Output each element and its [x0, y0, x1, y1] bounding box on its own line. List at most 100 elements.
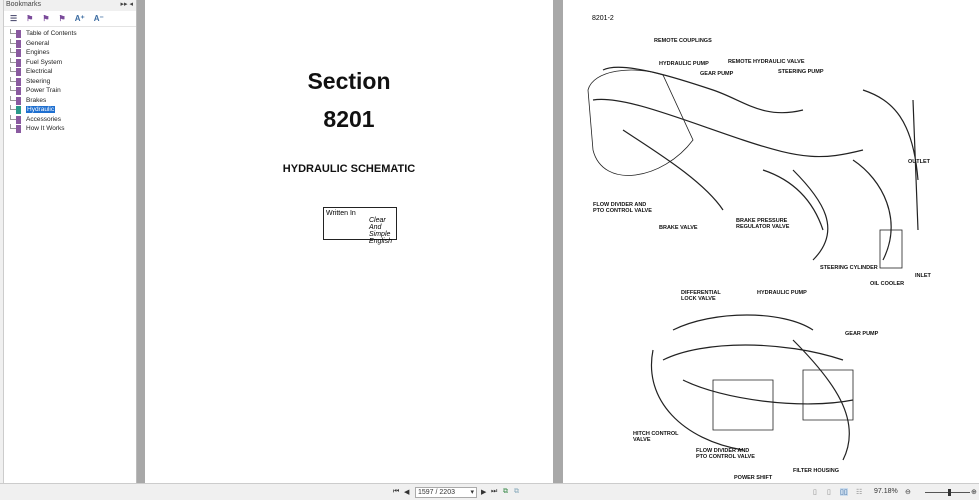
bookmark-item[interactable]: Power Train: [10, 86, 136, 96]
diagram-label: HYDRAULIC PUMP: [659, 61, 709, 67]
diagram-label: REGULATOR VALVE: [736, 224, 790, 230]
bookmark-item[interactable]: Accessories: [10, 114, 136, 125]
zoom-slider-thumb[interactable]: [948, 489, 951, 496]
diagram-label: HYDRAULIC PUMP: [757, 290, 807, 296]
bookmark-icon: [16, 30, 21, 38]
tree-line: [10, 48, 16, 53]
page-number-input[interactable]: 1597 / 2203▾: [415, 487, 477, 498]
panel-splitter[interactable]: [137, 0, 145, 483]
last-page-icon[interactable]: ⏭: [491, 488, 498, 495]
single-page-icon[interactable]: ▯: [813, 489, 817, 496]
bookmark-label: Power Train: [26, 87, 61, 95]
bookmark-icon: [16, 125, 21, 133]
tree-line: [10, 57, 16, 63]
tree-line: [10, 86, 16, 91]
bookmark-icon: [16, 115, 21, 124]
tree-line: [10, 114, 16, 120]
zoom-slider[interactable]: [925, 492, 970, 493]
bookmark-label: Accessories: [26, 115, 62, 123]
bookmark-label: Steering: [26, 77, 51, 85]
diagram-label: LOCK VALVE: [681, 296, 716, 302]
bookmark-label: Hydraulic: [26, 106, 56, 114]
diagram-label: HITCH CONTROL: [633, 431, 679, 437]
stamp-word: Clear: [369, 217, 386, 224]
continuous-icon[interactable]: ▯: [827, 489, 831, 496]
page-dropdown-icon[interactable]: ▾: [470, 489, 474, 496]
bookmark-item[interactable]: Engines: [10, 48, 136, 58]
bookmark-icon: [16, 96, 21, 105]
first-page-icon[interactable]: ⏮: [393, 488, 400, 495]
bookmark-label: How It Works: [26, 125, 65, 133]
clear-english-stamp: Written In Clear And Simple English: [323, 207, 397, 245]
diagram-label: BRAKE VALVE: [659, 225, 698, 231]
stamp-word: Simple: [369, 231, 391, 238]
zoom-out-icon[interactable]: ⊖: [905, 489, 911, 496]
bookmark-label: General: [26, 39, 50, 47]
tree-line: [10, 67, 16, 72]
bottom-toolbar: ⏮ ◀ 1597 / 2203▾ ▶ ⏭ ⧉ ⧉ ▯ ▯ ▯▯ ☷ 97.18%…: [0, 483, 979, 500]
diagram-label: BRAKE PRESSURE: [736, 218, 788, 224]
bookmark-label: Fuel System: [26, 58, 63, 66]
bookmark-item[interactable]: Table of Contents: [10, 29, 136, 39]
bookmark-icon: [16, 39, 21, 48]
bookmark-item[interactable]: Brakes: [10, 95, 136, 106]
tree-line: [10, 38, 16, 44]
diagram-label: OUTLET: [908, 159, 930, 165]
bookmarks-toolbar: ☰ ⚑ ⚑ ⚑ A⁺ A⁻: [4, 11, 136, 27]
diagram-label: GEAR PUMP: [845, 331, 879, 337]
expand-bookmark-icon[interactable]: ⚑: [42, 14, 50, 23]
facing-pages-icon[interactable]: ▯▯: [840, 488, 848, 496]
bookmark-icon: [16, 77, 21, 86]
section-number: 8201: [323, 106, 375, 132]
tree-line: [10, 95, 16, 101]
add-bookmark-icon[interactable]: ⚑: [26, 14, 34, 23]
bookmark-icon: [16, 106, 21, 114]
bookmark-icon: [16, 58, 21, 67]
diagram-label: DIFFERENTIAL: [681, 290, 721, 296]
next-view-icon[interactable]: ⧉: [514, 488, 519, 495]
bookmark-icon: [16, 68, 21, 76]
panel-controls-icon[interactable]: ▸▸ ◂: [120, 1, 134, 8]
next-page-icon[interactable]: ▶: [481, 489, 487, 496]
bookmark-icon: [16, 49, 21, 57]
bookmarks-title: Bookmarks: [6, 1, 42, 8]
font-decrease-icon[interactable]: A⁻: [93, 14, 104, 23]
stamp-word: And: [369, 224, 382, 231]
tree-line: [10, 76, 16, 82]
pdf-page-left: Section 8201 HYDRAULIC SCHEMATIC Written…: [145, 0, 553, 483]
previous-view-icon[interactable]: ⧉: [503, 488, 508, 495]
bookmark-item[interactable]: General: [10, 38, 136, 49]
diagram-label: FILTER HOUSING: [793, 468, 840, 474]
collapse-bookmark-icon[interactable]: ⚑: [58, 14, 66, 23]
bookmark-item[interactable]: How It Works: [10, 124, 136, 134]
stamp-word: English: [369, 238, 392, 245]
stamp-prefix: Written In: [326, 210, 356, 217]
diagram-label: OIL COOLER: [870, 281, 905, 287]
section-title: Section: [307, 68, 391, 94]
zoom-level: 97.18%: [874, 488, 898, 495]
bookmark-label: Electrical: [26, 68, 53, 76]
diagram-label: FLOW DIVIDER AND: [593, 202, 647, 208]
continuous-facing-icon[interactable]: ☷: [856, 489, 863, 496]
bookmarks-panel: Bookmarks ▸▸ ◂ ☰ ⚑ ⚑ ⚑ A⁺ A⁻ Table of Co…: [4, 0, 137, 483]
bookmark-item[interactable]: Steering: [10, 76, 136, 87]
diagram-label: STEERING CYLINDER: [820, 265, 878, 271]
page-label: 8201-2: [592, 15, 614, 22]
diagram-label: FLOW DIVIDER AND: [696, 448, 750, 454]
zoom-in-icon[interactable]: ⊕: [971, 489, 977, 496]
diagram-label: GEAR PUMP: [700, 71, 734, 77]
diagram-label: POWER SHIFT: [734, 475, 773, 481]
bookmark-item[interactable]: Electrical: [10, 67, 136, 77]
bookmark-item[interactable]: Hydraulic: [10, 105, 136, 115]
font-increase-icon[interactable]: A⁺: [74, 14, 85, 23]
diagram-label: INLET: [915, 273, 931, 279]
pdf-page-right: 8201-2 REMOTE COUPLINGS HYDRAULIC PUMP G…: [563, 0, 979, 483]
diagram-label: PTO CONTROL VALVE: [696, 454, 755, 460]
previous-page-icon[interactable]: ◀: [404, 489, 410, 496]
bookmarks-header: Bookmarks ▸▸ ◂: [4, 0, 136, 11]
bookmark-label: Engines: [26, 49, 50, 57]
hydraulic-diagram: [587, 66, 919, 461]
options-icon[interactable]: ☰: [10, 14, 18, 23]
bookmark-item[interactable]: Fuel System: [10, 57, 136, 68]
